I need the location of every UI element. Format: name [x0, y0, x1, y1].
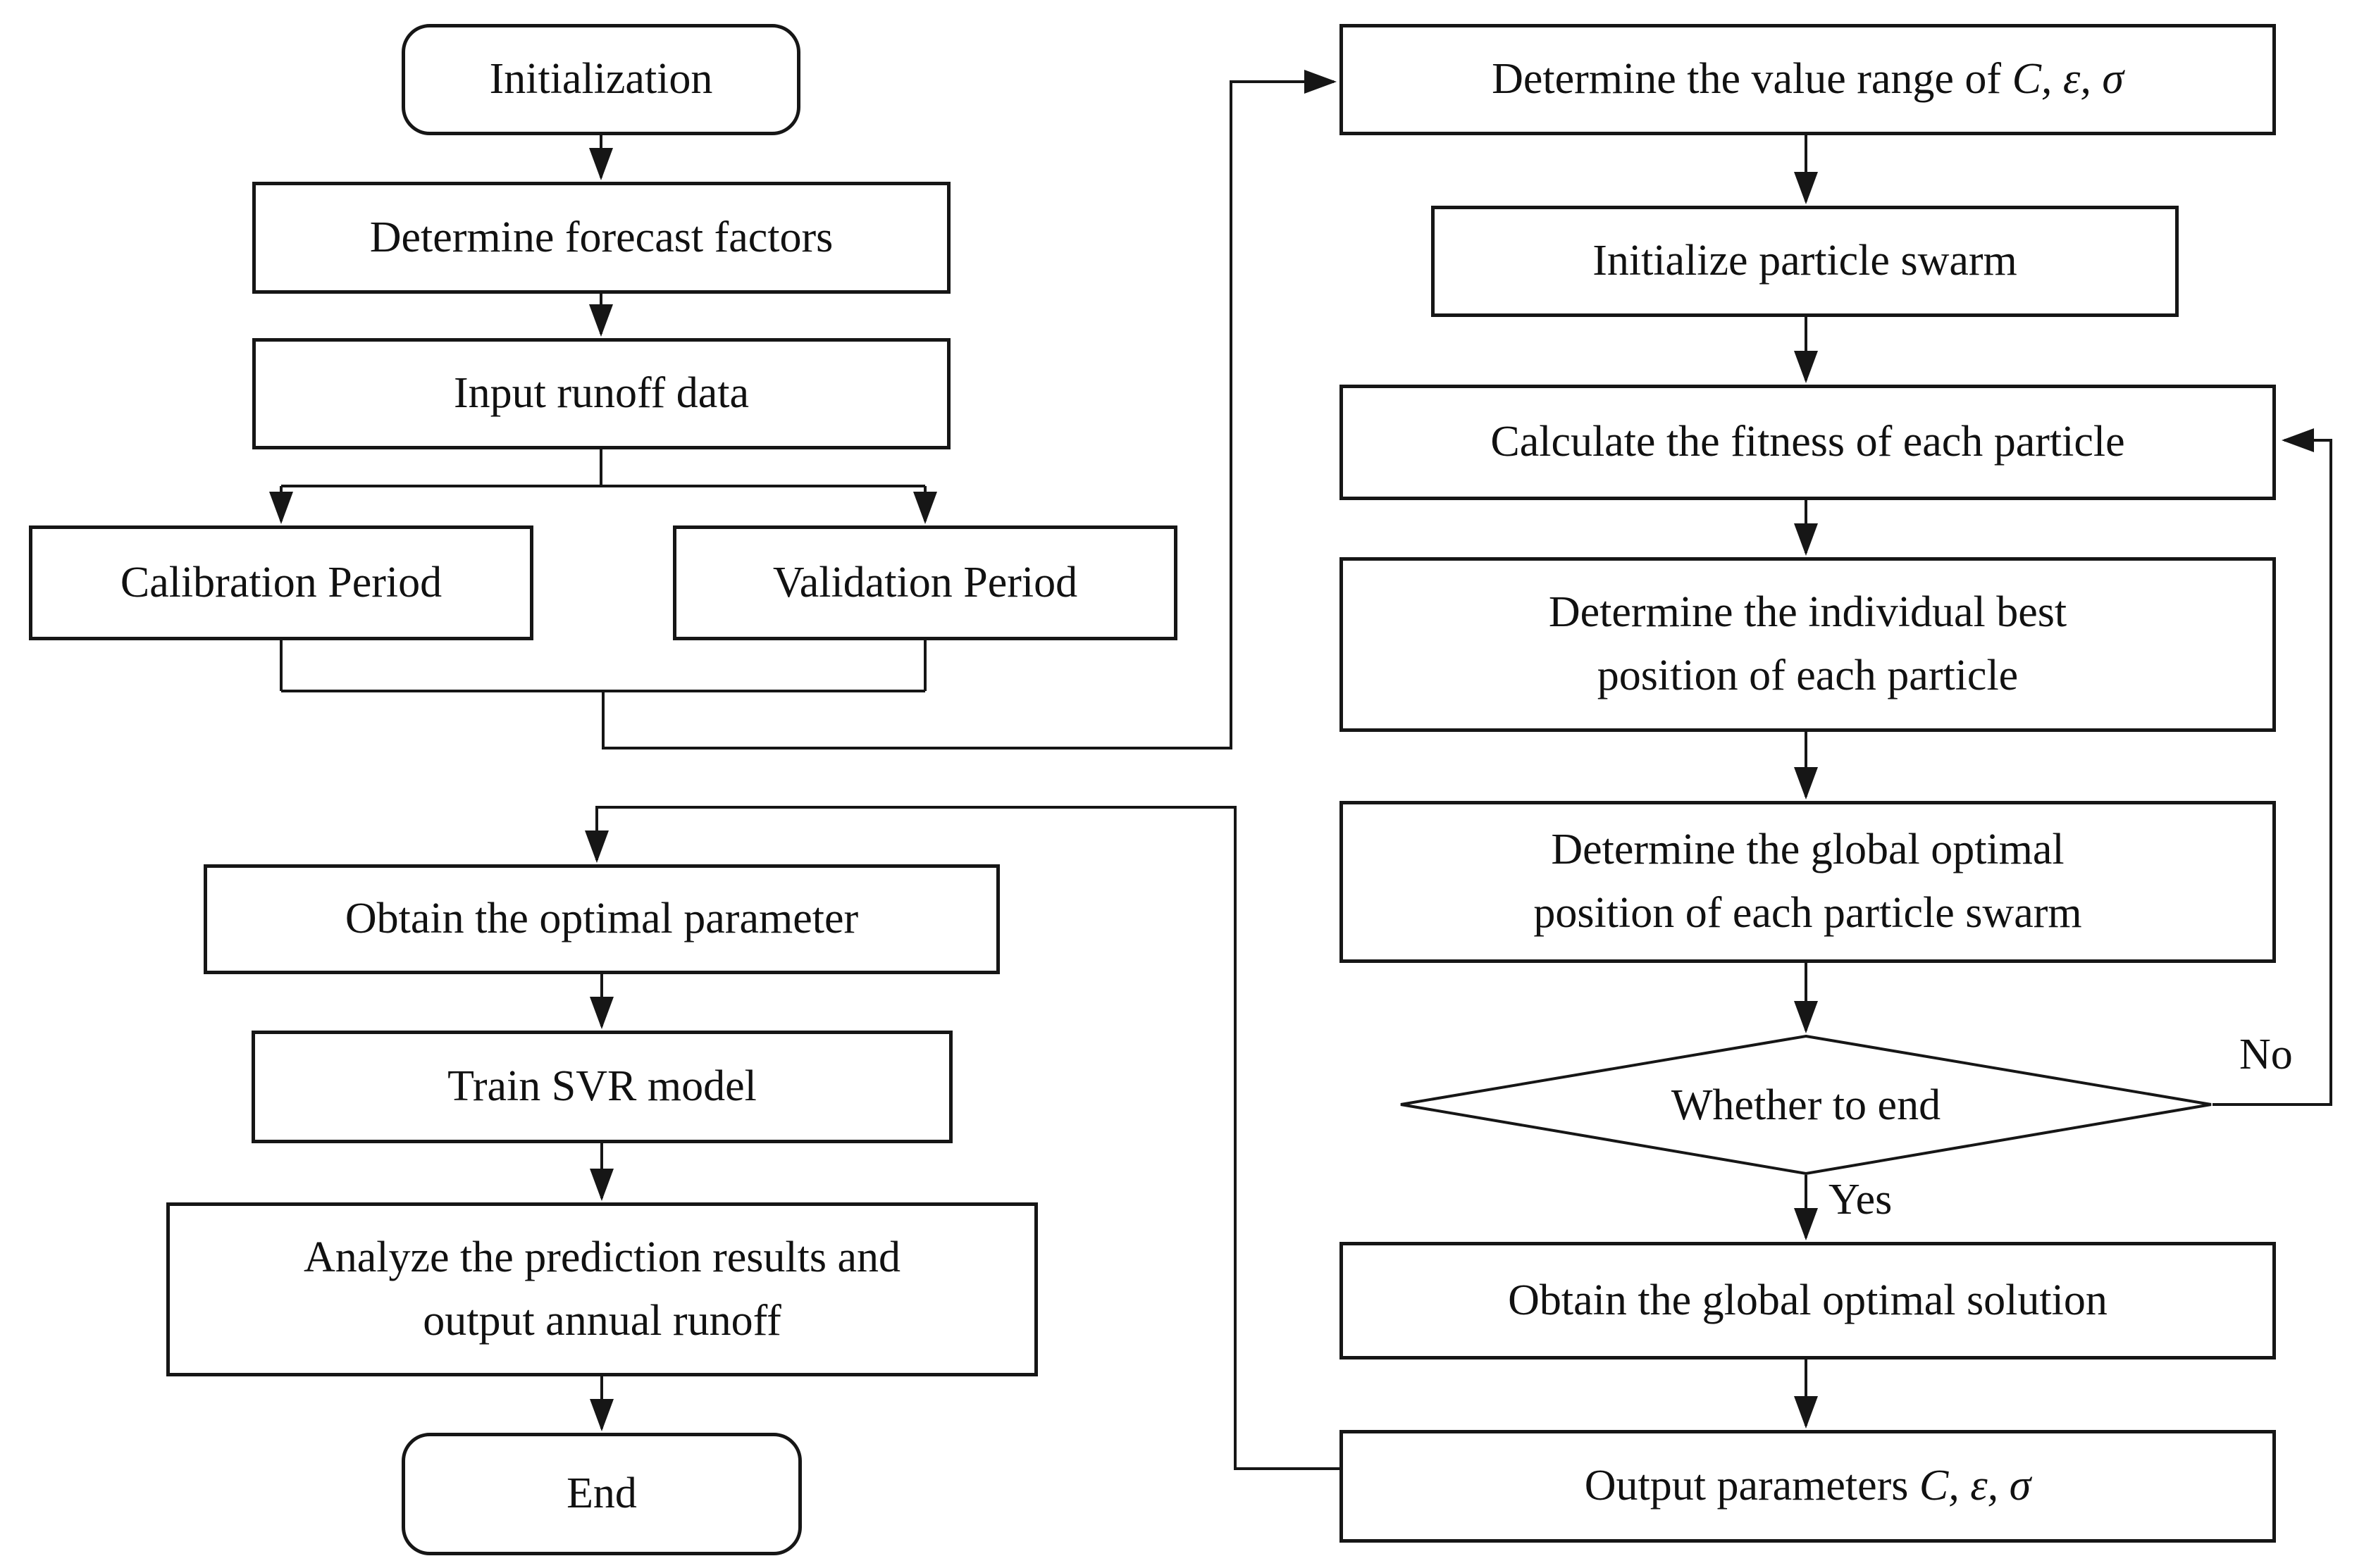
node-label-line2: position of each particle swarm: [1533, 889, 2082, 937]
label-no: No: [2239, 1031, 2293, 1078]
node-end: End: [402, 1433, 802, 1555]
node-calculate-fitness: Calculate the fitness of each particle: [1339, 385, 2276, 500]
node-train-svr-model: Train SVR model: [252, 1031, 953, 1143]
node-label-line1: Determine the global optimal: [1551, 826, 2065, 874]
node-label: Initialization: [489, 55, 713, 104]
node-label: Calibration Period: [120, 558, 443, 606]
diamond-whether-to-end: [1400, 1034, 2212, 1176]
edge-output-to-optimal-parameter: [585, 806, 1339, 1470]
node-label: Train SVR model: [447, 1062, 757, 1111]
node-label-line2: position of each particle: [1597, 652, 2019, 699]
node-obtain-optimal-parameter: Obtain the optimal parameter: [204, 864, 1000, 974]
node-label-prefix: Determine the value range of: [1492, 55, 2012, 104]
edge-diamond-no-loop: [2213, 428, 2332, 1106]
node-label: Input runoff data: [454, 369, 749, 418]
node-label: Determine the value range of C, ε, σ: [1492, 48, 2124, 111]
node-label: Determine forecast factors: [369, 213, 834, 261]
node-label-prefix: Output parameters: [1584, 1462, 1919, 1510]
edge-split-trunk: [281, 449, 925, 487]
node-initialization: Initialization: [402, 24, 800, 135]
node-label: End: [567, 1469, 637, 1518]
node-label: Calculate the fitness of each particle: [1490, 418, 2125, 466]
node-output-parameters: Output parameters C, ε, σ: [1339, 1430, 2276, 1543]
node-determine-forecast-factors: Determine forecast factors: [252, 182, 951, 294]
node-calibration-period: Calibration Period: [29, 525, 533, 640]
node-label: Obtain the global optimal solution: [1508, 1276, 2108, 1324]
node-individual-best-position: Determine the individual best position o…: [1339, 557, 2276, 732]
node-input-runoff-data: Input runoff data: [252, 338, 951, 449]
node-analyze-prediction-results: Analyze the prediction results and outpu…: [166, 1202, 1038, 1376]
label-yes: Yes: [1828, 1176, 1893, 1224]
node-whether-to-end: Whether to end: [1401, 1035, 2211, 1176]
node-label: Obtain the optimal parameter: [345, 895, 859, 943]
node-label-line1: Determine the individual best: [1548, 588, 2067, 637]
edge-merge-to-value-range: [280, 82, 1334, 749]
node-determine-value-range: Determine the value range of C, ε, σ: [1339, 24, 2276, 135]
node-label: Output parameters C, ε, σ: [1585, 1455, 2031, 1518]
node-label-line1: Analyze the prediction results and: [303, 1233, 901, 1281]
node-label-params: C, ε, σ: [2012, 55, 2124, 104]
node-validation-period: Validation Period: [673, 525, 1177, 640]
node-initialize-particle-swarm: Initialize particle swarm: [1431, 206, 2179, 317]
node-label: Whether to end: [1671, 1081, 1941, 1129]
node-obtain-global-optimal-solution: Obtain the global optimal solution: [1339, 1242, 2276, 1359]
node-label: Validation Period: [772, 558, 1078, 606]
node-label-params: C, ε, σ: [1919, 1462, 2031, 1510]
node-global-optimal-position: Determine the global optimal position of…: [1339, 801, 2276, 963]
node-label-line2: output annual runoff: [423, 1296, 781, 1345]
node-label: Initialize particle swarm: [1592, 237, 2017, 285]
